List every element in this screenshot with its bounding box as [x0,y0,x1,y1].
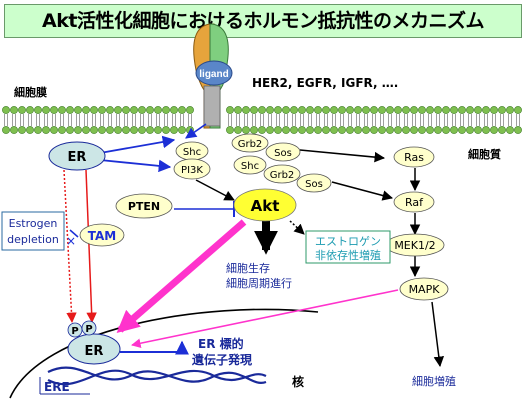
shc-label-1: Shc [183,147,201,158]
nucleus-label: 核 [292,374,304,389]
estrogen-independent-line1: エストロゲン [315,235,381,248]
arrow-pi3k-to-akt [195,179,235,201]
ligand-label: ligand [199,69,228,80]
arrow-mapk-to-er [131,289,399,348]
grb2-node-2 [263,164,301,184]
arrow-er-translocation-solid [85,169,97,324]
raf-node [393,191,435,213]
akt-node [233,188,297,222]
arrow-sos-to-raf [331,181,394,201]
estrogen-depletion-box [1,211,65,251]
shc-label-2: Shc [241,161,259,172]
ere-label: ERE [44,380,70,394]
pi3k-label: PI3K [181,165,203,176]
estrogen-depletion-line1: Estrogen [9,217,58,230]
arrow-er-to-shc [99,135,176,154]
mapk-node [399,277,449,301]
membrane-label: 細胞膜 [14,85,47,99]
cell-membrane [2,106,522,134]
phosphate-label-2: P [85,324,92,335]
phosphate-2 [81,320,97,336]
survival-line1: 細胞生存 [226,261,270,275]
tam-line [69,229,79,238]
sos-node-1 [265,142,301,162]
survival-line2: 細胞周期進行 [226,277,292,290]
estrogen-independent-line2: 非依存性増殖 [315,248,381,262]
er-target-line1: ER 標的 [198,336,244,351]
sos-node-2 [296,173,332,193]
x-mark: × [66,234,76,248]
diagram-title: Akt活性化細胞におけるホルモン抵抗性のメカニズム [42,10,484,32]
grb2-label-2: Grb2 [270,170,295,181]
sos-label-2: Sos [305,179,323,190]
tam-label: TAM [88,229,116,243]
arrow-sos-to-ras [299,149,386,163]
cytoplasm-label: 細胞質 [468,147,501,161]
arrow-receptor-to-shc [185,123,207,139]
arrow-er-to-pi3k [99,159,172,173]
raf-label: Raf [405,196,424,209]
proliferation-label: 細胞増殖 [412,375,456,388]
arrow-akt-to-independent-growth [289,220,305,235]
grb2-node-1 [231,133,269,153]
er-cytoplasm-node [48,141,106,171]
receptors-label: HER2, EGFR, IGFR, …. [252,76,398,90]
mek-label: MEK1/2 [394,239,435,252]
shc-node-2 [233,155,267,175]
estrogen-independent-box [305,230,391,264]
ras-label: Ras [404,151,424,164]
estrogen-depletion-line2: depletion [7,233,59,246]
er-nucleus-label: ER [85,344,104,359]
ras-node [393,146,435,168]
ere-bracket [39,377,90,395]
er-target-line2: 遺伝子発現 [191,352,252,367]
er-nucleus-node [67,333,121,365]
ligand-shape [195,60,233,86]
akt-label: Akt [251,197,280,215]
arrow-akt-to-er [116,219,247,333]
receptor: ligand [193,23,233,129]
arrow-er-translocation-dotted [63,169,77,324]
pten-label: PTEN [128,200,160,213]
tam-node [79,223,125,247]
dna-helix [47,366,267,386]
er-cytoplasm-label: ER [68,150,87,165]
mapk-label: MAPK [409,283,441,296]
title-banner: Akt活性化細胞におけるホルモン抵抗性のメカニズム [4,4,522,38]
phosphate-label-1: P [71,326,78,337]
arrow-mapk-to-proliferation [431,301,445,368]
pi3k-node [173,158,211,180]
arrow-er-to-gene-expression [120,340,189,355]
grb2-label-1: Grb2 [238,139,263,150]
pten-node [115,193,173,219]
sos-label-1: Sos [274,148,292,159]
